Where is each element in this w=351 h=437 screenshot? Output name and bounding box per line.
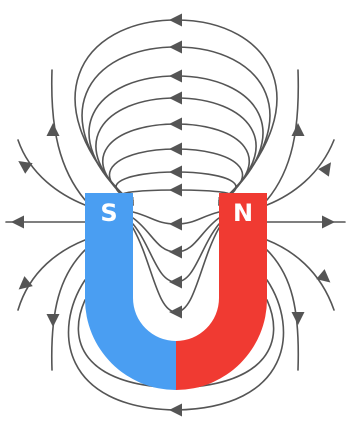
field-arrow (15, 156, 33, 174)
field-arrow (14, 276, 32, 294)
field-arrow (47, 314, 60, 327)
field-arrow (316, 269, 334, 287)
south-pole-label: S (100, 199, 117, 227)
field-arrow (318, 159, 336, 177)
field-arrow (11, 216, 24, 229)
field-arrow (169, 70, 182, 83)
field-arrow (292, 123, 305, 136)
field-arrow (169, 184, 182, 197)
field-arrow (169, 92, 182, 105)
field-arrow (169, 143, 182, 156)
field-arrow (292, 312, 305, 325)
field-arrow (47, 123, 60, 136)
field-arrow (169, 404, 182, 417)
field-arrow (169, 306, 182, 319)
field-line-inner (133, 228, 219, 312)
field-arrow (169, 118, 182, 131)
field-line-left-fan (52, 250, 85, 370)
field-arrow (322, 216, 335, 229)
field-arrow (169, 218, 182, 231)
field-arrow (169, 166, 182, 179)
field-arrow (169, 41, 182, 54)
field-line-left-fan (18, 140, 85, 205)
field-line-arch (116, 172, 236, 200)
field-arrow (169, 276, 182, 289)
north-pole-label: N (233, 199, 253, 227)
field-line-right-fan (267, 250, 298, 370)
field-arrow (169, 14, 182, 27)
field-arrow (169, 246, 182, 259)
